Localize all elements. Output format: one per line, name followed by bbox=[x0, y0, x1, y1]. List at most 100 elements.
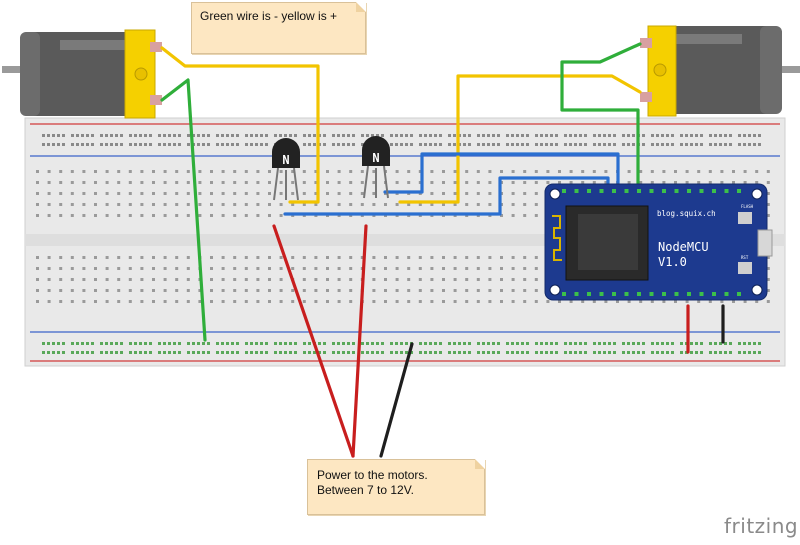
breadboard-hole bbox=[674, 181, 677, 184]
breadboard-hole bbox=[453, 267, 457, 270]
breadboard-hole bbox=[268, 267, 271, 270]
breadboard-hole bbox=[314, 256, 318, 259]
breadboard-hole bbox=[100, 134, 103, 137]
breadboard-hole bbox=[47, 203, 51, 206]
breadboard-hole bbox=[128, 170, 132, 173]
breadboard-hole bbox=[690, 134, 693, 137]
breadboard-hole bbox=[603, 143, 606, 146]
breadboard-hole bbox=[178, 351, 181, 354]
breadboard-hole bbox=[57, 351, 60, 354]
breadboard-hole bbox=[729, 143, 732, 146]
breadboard-hole bbox=[500, 256, 503, 259]
breadboard-hole bbox=[569, 351, 572, 354]
breadboard-hole bbox=[523, 289, 527, 292]
board-pin bbox=[674, 189, 679, 193]
breadboard-hole bbox=[442, 278, 445, 281]
breadboard-hole bbox=[186, 192, 190, 195]
breadboard-hole bbox=[314, 267, 318, 270]
breadboard-hole bbox=[308, 351, 311, 354]
breadboard-hole bbox=[337, 143, 340, 146]
breadboard-hole bbox=[390, 351, 393, 354]
breadboard-hole bbox=[140, 267, 144, 270]
breadboard-hole bbox=[110, 134, 113, 137]
board-pin bbox=[649, 292, 654, 296]
breadboard-hole bbox=[152, 214, 155, 217]
breadboard-hole bbox=[488, 203, 492, 206]
breadboard-hole bbox=[210, 214, 213, 217]
breadboard-hole bbox=[244, 203, 248, 206]
breadboard-hole bbox=[245, 134, 248, 137]
breadboard-hole bbox=[59, 256, 63, 259]
breadboard-hole bbox=[256, 214, 260, 217]
breadboard-hole bbox=[511, 342, 514, 345]
breadboard-hole bbox=[523, 192, 527, 195]
breadboard-hole bbox=[430, 278, 434, 281]
breadboard-hole bbox=[198, 289, 202, 292]
breadboard-hole bbox=[47, 278, 51, 281]
breadboard-hole bbox=[140, 192, 144, 195]
breadboard-hole bbox=[337, 192, 341, 195]
breadboard-hole bbox=[318, 342, 321, 345]
breadboard-hole bbox=[210, 300, 213, 303]
breadboard-hole bbox=[268, 214, 271, 217]
breadboard-hole bbox=[42, 351, 45, 354]
breadboard-hole bbox=[434, 143, 437, 146]
breadboard-hole bbox=[303, 342, 306, 345]
breadboard-hole bbox=[186, 170, 190, 173]
breadboard-hole bbox=[70, 170, 74, 173]
breadboard-hole bbox=[632, 351, 635, 354]
transistor-left: N bbox=[272, 138, 300, 201]
breadboard-hole bbox=[661, 351, 664, 354]
breadboard-hole bbox=[233, 170, 237, 173]
breadboard-hole bbox=[418, 267, 422, 270]
breadboard-hole bbox=[680, 143, 683, 146]
breadboard-hole bbox=[434, 342, 437, 345]
breadboard-hole bbox=[163, 170, 167, 173]
breadboard-hole bbox=[685, 170, 689, 173]
breadboard-hole bbox=[453, 143, 456, 146]
breadboard-hole bbox=[534, 170, 538, 173]
breadboard-hole bbox=[192, 342, 195, 345]
breadboard-hole bbox=[202, 134, 205, 137]
breadboard-hole bbox=[186, 267, 190, 270]
breadboard-hole bbox=[650, 170, 654, 173]
breadboard-hole bbox=[202, 351, 205, 354]
wire-green-left bbox=[160, 78, 207, 342]
breadboard-hole bbox=[639, 181, 643, 184]
breadboard-hole bbox=[453, 289, 457, 292]
breadboard-hole bbox=[622, 134, 625, 137]
breadboard-hole bbox=[279, 300, 283, 303]
breadboard-hole bbox=[144, 351, 147, 354]
breadboard-hole bbox=[674, 300, 677, 303]
breadboard-hole bbox=[662, 181, 666, 184]
breadboard-hole bbox=[407, 170, 411, 173]
breadboard-hole bbox=[535, 143, 538, 146]
breadboard-hole bbox=[569, 170, 573, 173]
breadboard-hole bbox=[526, 351, 529, 354]
breadboard-hole bbox=[128, 256, 132, 259]
breadboard-hole bbox=[685, 143, 688, 146]
breadboard-hole bbox=[497, 143, 500, 146]
breadboard-hole bbox=[326, 192, 329, 195]
breadboard-hole bbox=[178, 134, 181, 137]
breadboard-hole bbox=[492, 143, 495, 146]
breadboard-hole bbox=[352, 134, 355, 137]
breadboard-hole bbox=[244, 278, 248, 281]
breadboard-hole bbox=[152, 267, 155, 270]
breadboard-hole bbox=[376, 351, 379, 354]
breadboard-hole bbox=[268, 170, 271, 173]
breadboard-hole bbox=[313, 134, 316, 137]
breadboard-hole bbox=[407, 267, 411, 270]
breadboard-hole bbox=[100, 342, 103, 345]
breadboard-hole bbox=[366, 134, 369, 137]
breadboard-hole bbox=[637, 342, 640, 345]
breadboard-hole bbox=[700, 351, 703, 354]
breadboard-hole bbox=[729, 342, 732, 345]
breadboard-hole bbox=[268, 278, 271, 281]
breadboard-hole bbox=[395, 170, 399, 173]
breadboard-hole bbox=[534, 203, 538, 206]
breadboard-hole bbox=[140, 300, 144, 303]
breadboard-hole bbox=[289, 134, 292, 137]
board-pin bbox=[724, 189, 729, 193]
breadboard-hole bbox=[221, 134, 224, 137]
